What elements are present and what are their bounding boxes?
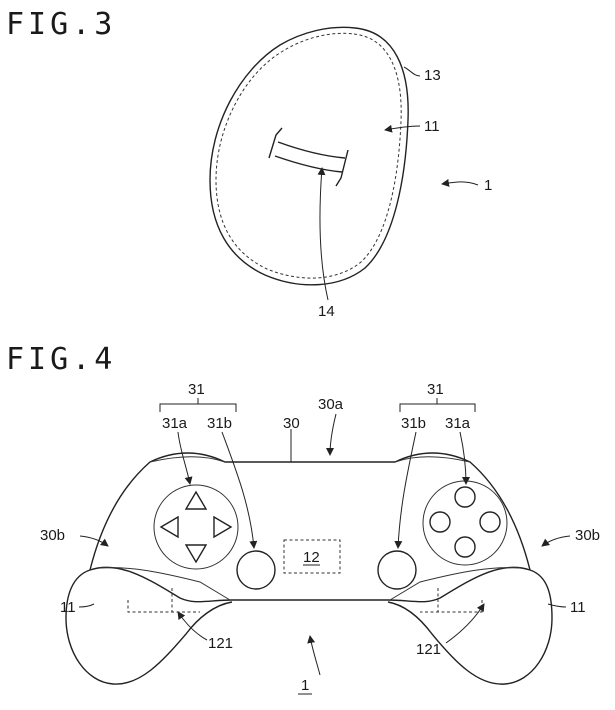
ref-31-right: 31 bbox=[427, 381, 444, 398]
leader-121-left bbox=[177, 611, 208, 641]
controller-body-outline bbox=[65, 566, 553, 685]
leader-11-right bbox=[547, 603, 567, 608]
leader-30b-right bbox=[541, 535, 571, 547]
leader-31b-right bbox=[394, 431, 417, 549]
left-analog-stick[interactable] bbox=[236, 550, 276, 590]
ref-31b-left: 31b bbox=[207, 415, 232, 432]
grip-pad-right-edge bbox=[389, 567, 521, 601]
dpad-right[interactable] bbox=[213, 515, 233, 539]
leader-1-fig4 bbox=[307, 635, 321, 676]
ref-11: 11 bbox=[424, 118, 440, 135]
ref-31a-left: 31a bbox=[162, 415, 188, 432]
face-button-left[interactable] bbox=[429, 511, 451, 533]
grip-pad-inner-edge bbox=[215, 32, 402, 279]
ref-14: 14 bbox=[318, 303, 335, 320]
leader-31a-right bbox=[459, 431, 470, 485]
figure-3: FIG.3 13 11 1 14 bbox=[6, 7, 492, 320]
ref-11-right: 11 bbox=[570, 599, 586, 616]
ref-30: 30 bbox=[283, 415, 300, 432]
sensor-region-12 bbox=[283, 539, 341, 574]
leader-121-right bbox=[445, 603, 485, 644]
dpad-left[interactable] bbox=[159, 515, 179, 539]
dpad-up[interactable] bbox=[184, 490, 208, 510]
grip-pad-outline bbox=[209, 26, 409, 286]
right-analog-stick[interactable] bbox=[377, 550, 417, 590]
ref-1-fig4: 1 bbox=[301, 677, 309, 694]
figure-3-title: FIG.3 bbox=[6, 7, 116, 42]
leader-30a bbox=[326, 413, 337, 456]
controller-top-edge-right bbox=[394, 456, 471, 463]
ref-121-left: 121 bbox=[208, 635, 233, 652]
ref-11-left: 11 bbox=[60, 599, 76, 616]
face-button-right[interactable] bbox=[479, 511, 501, 533]
ref-31b-right: 31b bbox=[401, 415, 426, 432]
leader-30b-left bbox=[79, 535, 109, 547]
bracket-31-left bbox=[159, 403, 237, 412]
leader-14 bbox=[317, 167, 329, 301]
face-button-top[interactable] bbox=[454, 486, 476, 508]
leader-31b-left bbox=[221, 431, 258, 549]
leader-31a-left bbox=[177, 431, 193, 485]
dpad-region bbox=[153, 484, 239, 570]
grip-pad-left-edge bbox=[99, 567, 231, 601]
figure-4: FIG.4 12 bbox=[6, 342, 600, 695]
leader-1-fig3 bbox=[441, 178, 479, 187]
ref-1-fig3: 1 bbox=[484, 177, 492, 194]
leader-11-left bbox=[78, 603, 95, 608]
ref-30b-left: 30b bbox=[40, 527, 65, 544]
controller-top-edge bbox=[149, 456, 226, 463]
ref-30b-right: 30b bbox=[575, 527, 600, 544]
ref-31-left: 31 bbox=[188, 381, 205, 398]
ref-31a-right: 31a bbox=[445, 415, 471, 432]
leader-13 bbox=[403, 66, 421, 77]
leader-11 bbox=[384, 124, 421, 133]
sensor-lead-left-a bbox=[127, 600, 200, 613]
ref-12: 12 bbox=[303, 549, 320, 566]
figure-4-title: FIG.4 bbox=[6, 342, 116, 377]
slit-14 bbox=[268, 127, 349, 187]
ref-121-right: 121 bbox=[416, 641, 441, 658]
bracket-31-right bbox=[399, 403, 476, 412]
face-button-bottom[interactable] bbox=[454, 536, 476, 558]
controller-top-body bbox=[89, 452, 531, 571]
dpad-down[interactable] bbox=[184, 544, 208, 564]
ref-30a: 30a bbox=[318, 396, 344, 413]
ref-13: 13 bbox=[424, 67, 441, 84]
face-button-region bbox=[422, 480, 508, 566]
